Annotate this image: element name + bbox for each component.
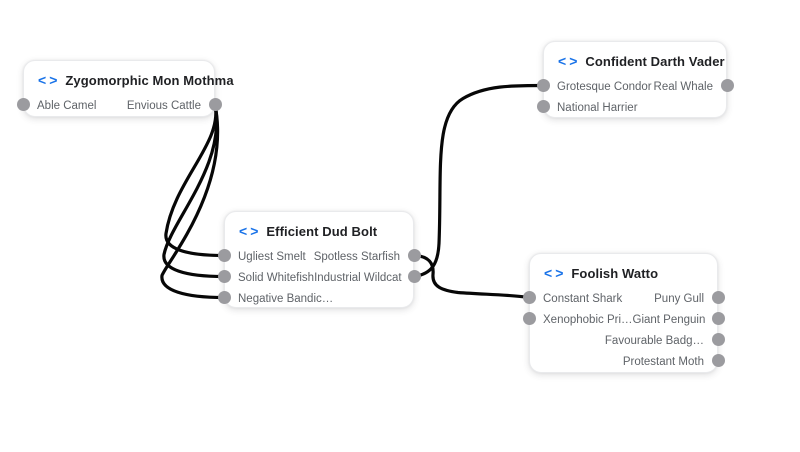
port-row: Xenophobic Pri…Giant Penguin — [530, 309, 717, 330]
port-row: National Harrier — [544, 97, 726, 118]
port-row: Constant Shark Puny Gull — [530, 288, 717, 309]
edge-connection[interactable] — [160, 102, 226, 300]
node-title: <> Zygomorphic Mon Mothma — [24, 61, 234, 95]
node-title: <> Confident Darth Vader — [544, 42, 726, 76]
node-title: <> Foolish Watto — [530, 254, 717, 288]
input-port[interactable] — [16, 98, 30, 111]
input-port-label: Ugliest Smelt — [238, 250, 306, 263]
input-port[interactable] — [536, 100, 550, 113]
edge-connection[interactable] — [162, 102, 226, 279]
code-brackets-icon: <> — [544, 265, 564, 281]
input-port-label: Grotesque Condor — [557, 80, 652, 93]
port-row: Able Camel Envious Cattle — [24, 95, 214, 116]
edge-connection[interactable] — [412, 83, 545, 279]
output-port-label: Puny Gull — [654, 292, 704, 305]
output-port[interactable] — [407, 249, 421, 262]
port-row: Ugliest Smelt Spotless Starfish — [225, 246, 413, 267]
input-port-label: Solid Whitefish — [238, 271, 315, 284]
node-title: <> Efficient Dud Bolt — [225, 212, 413, 246]
output-port[interactable] — [208, 98, 222, 111]
output-port[interactable] — [711, 333, 725, 346]
code-brackets-icon: <> — [38, 72, 58, 88]
output-port-label: Real Whale — [653, 80, 713, 93]
input-port-label: Negative Bandic… — [238, 292, 334, 305]
output-port-label: Favourable Badg… — [604, 334, 704, 347]
output-port-label: Envious Cattle — [126, 99, 201, 112]
port-row: Favourable Badg… — [530, 330, 717, 351]
output-port[interactable] — [711, 291, 725, 304]
port-row: Negative Bandic… — [225, 288, 413, 309]
edge-connection[interactable] — [412, 253, 531, 300]
node-title-text: Foolish Watto — [571, 265, 659, 281]
output-port[interactable] — [711, 354, 725, 367]
input-port[interactable] — [536, 79, 550, 92]
input-port[interactable] — [217, 291, 231, 304]
edge-connection[interactable] — [164, 102, 226, 258]
output-port[interactable] — [711, 312, 725, 325]
input-port-label: National Harrier — [557, 101, 638, 114]
input-port-label: Xenophobic Pri… — [543, 313, 633, 326]
input-port[interactable] — [522, 312, 536, 325]
output-port-label: Giant Penguin — [632, 313, 706, 326]
port-row: Protestant Moth — [530, 351, 717, 372]
node-title-text: Confident Darth Vader — [585, 53, 725, 69]
node-title-text: Efficient Dud Bolt — [266, 223, 378, 239]
output-port[interactable] — [407, 270, 421, 283]
node-title-text: Zygomorphic Mon Mothma — [65, 72, 234, 88]
code-brackets-icon: <> — [558, 53, 578, 69]
input-port-label: Constant Shark — [543, 292, 623, 305]
input-port[interactable] — [217, 249, 231, 262]
input-port-label: Able Camel — [37, 99, 97, 112]
input-port[interactable] — [217, 270, 231, 283]
output-port-label: Industrial Wildcat — [314, 271, 402, 284]
output-port-label: Protestant Moth — [622, 355, 704, 368]
output-port-label: Spotless Starfish — [313, 250, 400, 263]
input-port[interactable] — [522, 291, 536, 304]
code-brackets-icon: <> — [239, 223, 259, 239]
output-port[interactable] — [720, 79, 734, 92]
